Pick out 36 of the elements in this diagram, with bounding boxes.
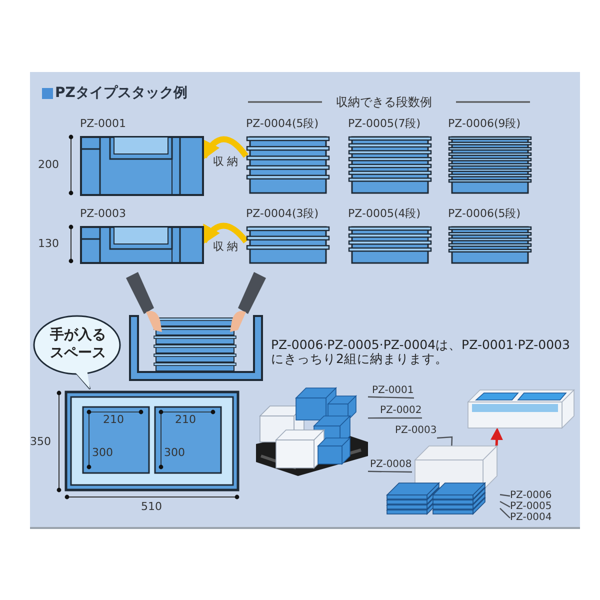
leader-line: [500, 494, 510, 497]
dimension-label: 210: [103, 414, 124, 426]
part-label: PZ-0001: [372, 386, 414, 397]
part-label: PZ-0001: [80, 118, 126, 130]
part-label: PZ-0006: [510, 491, 554, 501]
part-label: PZ-0004(5段): [246, 118, 319, 130]
leader-line: [368, 470, 412, 473]
leader-line: [436, 436, 453, 446]
part-label: PZ-0006(9段): [448, 118, 521, 130]
part-label: PZ-0005: [510, 502, 554, 512]
part-label: PZ-0006(5段): [448, 208, 521, 220]
section-heading: 収納できる段数例: [336, 95, 432, 109]
arrow: [201, 222, 248, 245]
part-label: PZ-0004: [510, 513, 554, 523]
dimension-label: 200: [38, 159, 59, 171]
part-label: PZ-0008: [370, 460, 412, 471]
leader-line: [368, 396, 414, 399]
part-label: PZ-0005(7段): [348, 118, 421, 130]
caption-text: PZ-0006·PZ-0005·PZ-0004は、PZ-0001·PZ-0003にきっちり2組に納まります。: [271, 338, 571, 366]
dimension-label: 300: [164, 447, 185, 459]
leader-line: [368, 417, 422, 419]
edge-label: 収納: [212, 241, 242, 253]
arrow: [490, 428, 504, 446]
title: PZタイプスタック例: [55, 85, 188, 101]
part-label: PZ-0003: [395, 426, 437, 437]
dimension-label: 350: [30, 436, 51, 448]
part-label: PZ-0005(4段): [348, 208, 421, 220]
part-label: PZ-0002: [380, 406, 422, 417]
dimension-label: 210: [175, 414, 196, 426]
dimension-label: 300: [92, 447, 113, 459]
leader-line: [500, 500, 510, 508]
part-label: PZ-0004(3段): [246, 208, 319, 220]
dimension-label: 510: [141, 501, 162, 513]
part-label: PZ-0003: [80, 208, 126, 220]
dimension-label: 130: [38, 238, 59, 250]
leader-line: [500, 508, 510, 518]
